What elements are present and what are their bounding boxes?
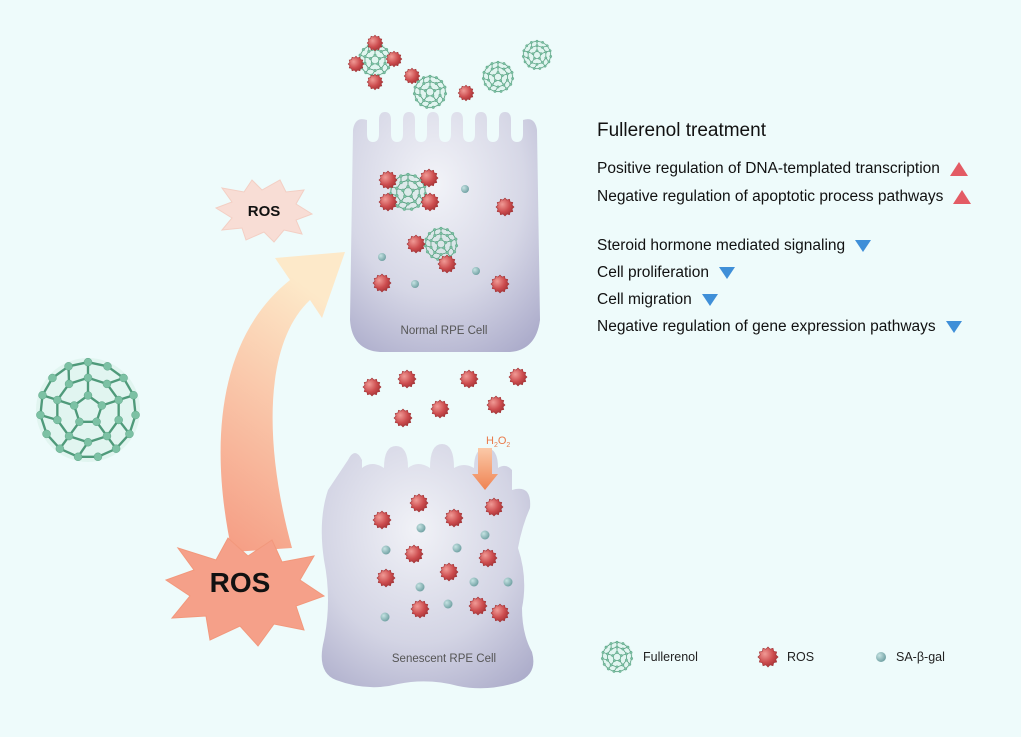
senescent-cell-body: [321, 444, 534, 689]
ros-icon: [439, 562, 459, 582]
ros-icon: [430, 399, 450, 419]
fullerenol-icon: [423, 226, 459, 261]
down-triangle-icon: [945, 321, 962, 333]
ros-burst-small: [214, 179, 314, 243]
ros-icon: [490, 603, 510, 623]
ros-icon: [385, 50, 403, 68]
h2o2-arrow: [472, 448, 498, 490]
fullerenol-icon: [388, 172, 428, 211]
ros-transition-arrow: [220, 252, 345, 552]
ros-icon: [366, 34, 384, 52]
ros-icon: [397, 369, 417, 389]
ros-icon: [495, 197, 515, 217]
ros-icon: [757, 646, 779, 668]
fullerenol-icon: [357, 42, 393, 77]
downregulated-item: Negative regulation of gene expression p…: [597, 318, 962, 336]
ros-icon: [437, 254, 457, 274]
ros-icon: [484, 497, 504, 517]
downregulated-item: Cell migration: [597, 291, 718, 309]
down-triangle-icon: [701, 294, 718, 306]
ros-icon: [468, 596, 488, 616]
ros-icon: [378, 170, 398, 190]
upregulated-item: Negative regulation of apoptotic process…: [597, 188, 972, 206]
sa-beta-gal-icon: [472, 267, 480, 275]
sa-beta-gal-icon: [415, 582, 425, 592]
downregulated-item-label: Cell migration: [597, 291, 692, 308]
ros-icon: [406, 234, 426, 254]
fullerenol-icon: [412, 74, 448, 109]
sa-beta-gal-icon: [461, 185, 469, 193]
up-triangle-icon: [949, 162, 968, 176]
sa-beta-gal-icon: [411, 280, 419, 288]
ros-burst-large: [164, 537, 326, 647]
ros-icon: [372, 510, 392, 530]
ros-label-large: ROS: [210, 567, 271, 598]
ros-icon: [393, 408, 413, 428]
ros-icon: [347, 55, 365, 73]
up-triangle-icon: [953, 190, 972, 204]
ros-icon: [410, 599, 430, 619]
h2o2-label: H2O2: [486, 435, 510, 449]
ros-icon: [376, 568, 396, 588]
ros-icon: [490, 274, 510, 294]
sa-beta-gal-icon: [503, 577, 513, 587]
normal-cell-label: Normal RPE Cell: [401, 325, 488, 337]
sa-beta-gal-icon: [443, 599, 453, 609]
sa-beta-gal-icon: [469, 577, 479, 587]
ros-particles: [347, 34, 779, 668]
sa-beta-gal-icon: [380, 612, 390, 622]
ros-icon: [478, 548, 498, 568]
ros-icon: [378, 192, 398, 212]
ros-icon: [362, 377, 382, 397]
fullerenol-molecules: [36, 39, 634, 673]
sa-beta-gal-icon: [381, 545, 391, 555]
legend-label-sa-beta-gal: SA-β-gal: [896, 650, 945, 664]
ros-icon: [457, 84, 475, 102]
downregulated-item-label: Cell proliferation: [597, 264, 709, 281]
fullerenol-icon: [521, 39, 553, 70]
ros-icon: [486, 395, 506, 415]
fullerenol-icon: [481, 60, 515, 93]
ros-icon: [409, 493, 429, 513]
downregulated-item-label: Negative regulation of gene expression p…: [597, 318, 936, 335]
ros-icon: [403, 67, 421, 85]
ros-icon: [372, 273, 392, 293]
down-triangle-icon: [855, 240, 872, 252]
ros-icon: [419, 168, 439, 188]
ros-icon: [404, 544, 424, 564]
panel-title: Fullerenol treatment: [597, 120, 766, 141]
ros-icon: [459, 369, 479, 389]
sa-beta-gal-icon: [876, 652, 886, 662]
cell-particles: [378, 185, 886, 662]
senescent-cell-label: Senescent RPE Cell: [392, 653, 496, 665]
downregulated-item: Steroid hormone mediated signaling: [597, 237, 872, 255]
upregulated-item-label: Negative regulation of apoptotic process…: [597, 188, 944, 205]
legend-label-fullerenol: Fullerenol: [643, 650, 698, 664]
fullerenol-icon: [600, 640, 634, 673]
normal-cell-body: [350, 112, 540, 352]
ros-icon: [420, 192, 440, 212]
ros-icon: [508, 367, 528, 387]
downregulated-item: Cell proliferation: [597, 264, 735, 282]
upregulated-item: Positive regulation of DNA-templated tra…: [597, 160, 968, 178]
sa-beta-gal-icon: [452, 543, 462, 553]
sa-beta-gal-icon: [378, 253, 386, 261]
sa-beta-gal-icon: [480, 530, 490, 540]
sa-beta-gal-icon: [416, 523, 426, 533]
upregulated-item-label: Positive regulation of DNA-templated tra…: [597, 160, 940, 177]
down-triangle-icon: [719, 267, 735, 279]
ros-icon: [366, 73, 384, 91]
ros-icon: [444, 508, 464, 528]
legend-label-ros: ROS: [787, 650, 815, 664]
downregulated-item-label: Steroid hormone mediated signaling: [597, 237, 846, 254]
ros-label-small: ROS: [248, 203, 281, 220]
fullerenol-icon: [36, 357, 140, 462]
